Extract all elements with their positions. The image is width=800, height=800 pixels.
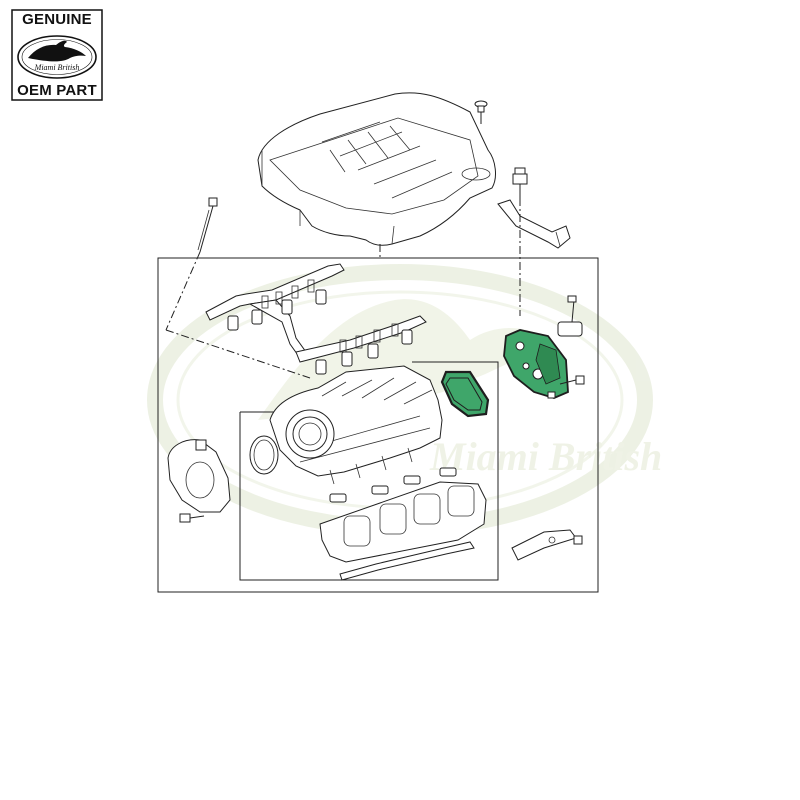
fuel-injectors (227, 289, 413, 375)
leader-line (165, 329, 311, 379)
long-bolt (197, 197, 218, 253)
bracket-bolt (512, 167, 528, 198)
housing-bolt (179, 513, 205, 523)
badge-bottom-text: OEM PART (17, 82, 97, 99)
bracket-bolt-lower (573, 535, 583, 545)
highlighted-gasket (440, 370, 490, 418)
leader-line (165, 251, 201, 331)
sensor (557, 295, 583, 337)
lower-gasket (339, 541, 475, 581)
manifold-frame (239, 361, 499, 581)
throttle-housing (167, 439, 231, 513)
cover-bolt (474, 100, 488, 124)
lower-manifold (319, 481, 487, 563)
plate-bolt (559, 375, 585, 385)
watermark-text: Miami British (429, 434, 662, 479)
badge-top-text: GENUINE (22, 11, 92, 28)
assembly-frame (157, 257, 599, 593)
highlighted-cover-plate (503, 329, 569, 399)
badge-logo-text: Miami British (34, 63, 80, 72)
plate-bolt (547, 391, 556, 399)
genuine-oem-badge: Miami British (11, 9, 103, 101)
engine-cover (257, 92, 496, 246)
mounting-bracket (497, 199, 571, 249)
throttle-gasket (249, 435, 279, 475)
support-bracket (511, 529, 577, 561)
dolphin-logo-icon (28, 40, 86, 62)
fuel-rail (205, 263, 427, 363)
injector-clips (329, 467, 457, 503)
intake-manifold (269, 365, 443, 485)
